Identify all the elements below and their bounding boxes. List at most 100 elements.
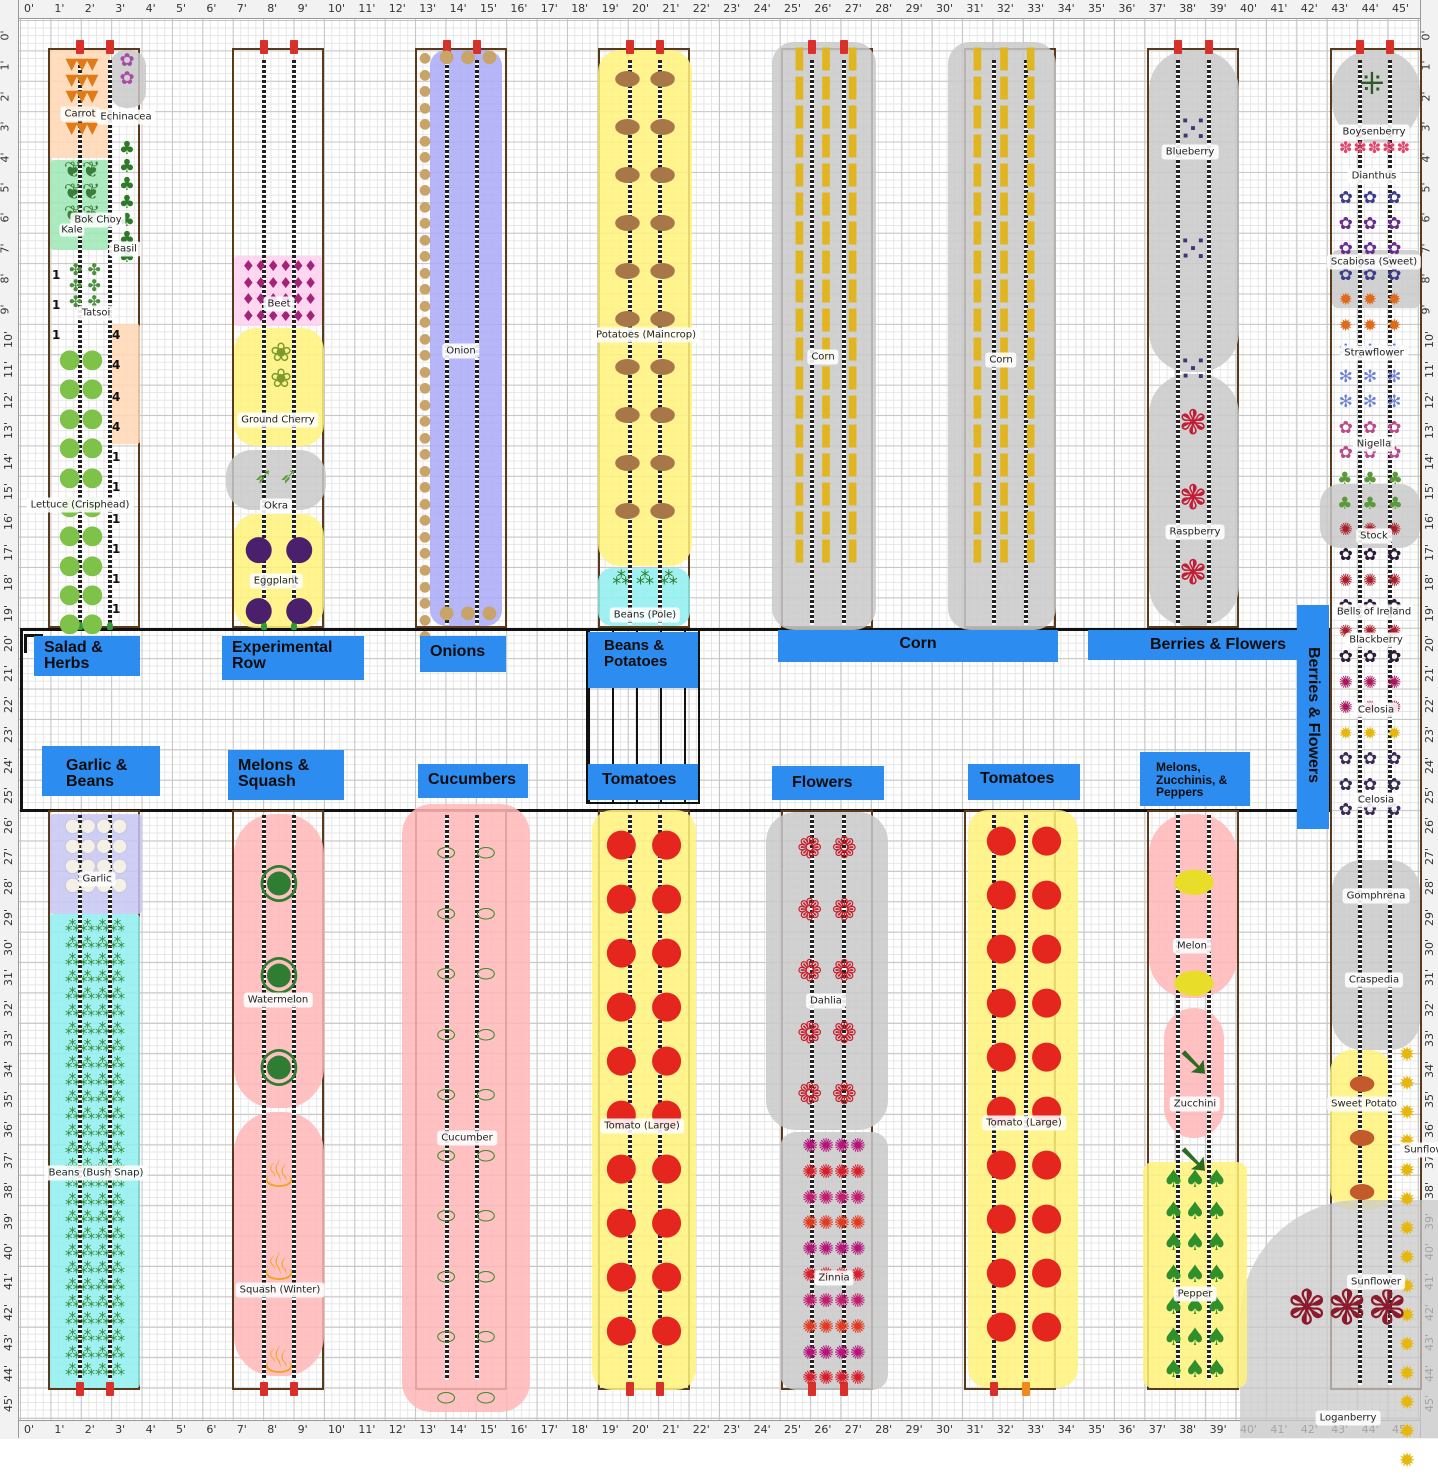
ruler-tick-label: 33' [2,1030,16,1048]
plant-label-craspedia[interactable]: Craspedia [1344,972,1404,988]
row-marker-peg[interactable] [1022,1382,1030,1396]
plant-label-sweet-potato[interactable]: Sweet Potato [1327,1096,1401,1112]
bed-onions[interactable] [415,48,507,628]
plant-label-beet[interactable]: Beet [263,296,295,312]
plant-label-raspberry[interactable]: Raspberry [1165,524,1225,540]
plant-label-kale[interactable]: Kale [59,223,85,237]
row-marker-peg[interactable] [106,40,114,54]
section-label-tomatoes[interactable]: Tomatoes [968,764,1080,800]
plant-label-potatoes[interactable]: Potatoes (Maincrop) [592,327,700,343]
row-marker-peg[interactable] [260,40,268,54]
row-marker-peg[interactable] [473,40,481,54]
row-marker-peg[interactable] [106,1382,114,1396]
plant-label-zinnia[interactable]: Zinnia [814,1270,854,1286]
plant-label-tatsoi[interactable]: Tatsoi [77,305,115,321]
plant-label-zucchini[interactable]: Zucchini [1169,1096,1221,1112]
plant-label-bok-choy[interactable]: Bok Choy [70,212,126,228]
plant-label-celosia[interactable]: Celosia [1353,702,1399,718]
row-marker-peg[interactable] [1356,40,1364,54]
plant-label-sunflower[interactable]: Sunflower [1347,1274,1405,1290]
row-marker-peg[interactable] [990,1382,998,1396]
herb-count: 4 [112,328,121,342]
row-marker-peg[interactable] [1174,40,1182,54]
section-label-corn[interactable]: Corn [778,630,1058,662]
ruler-tick-label: 15' [2,482,16,501]
row-marker-peg[interactable] [626,40,634,54]
plant-label-echinacea[interactable]: Echinacea [96,109,156,125]
zone-herbs-orange [110,324,140,444]
ruler-tick-label: 13' [1423,422,1437,440]
zone-tomato-2 [968,810,1078,1388]
plant-label-beans-bush[interactable]: Beans (Bush Snap) [44,1165,148,1181]
section-label-flowers[interactable]: Flowers [772,766,884,800]
row-marker-peg[interactable] [290,40,298,54]
section-label-melons-zucchinis-peppers[interactable]: Melons, Zucchinis, & Peppers [1140,752,1250,806]
row-marker-peg[interactable] [443,40,451,54]
plant-label-blackberry[interactable]: Blackberry [1345,632,1407,648]
row-marker-peg[interactable] [76,1382,84,1396]
plant-label-bells-of-ireland[interactable]: Bells of Ireland [1332,604,1416,620]
row-marker-peg[interactable] [840,40,848,54]
plant-label-okra[interactable]: Okra [260,498,292,514]
plant-label-pepper[interactable]: Pepper [1173,1286,1217,1302]
section-label-beans-potatoes[interactable]: Beans & Potatoes [588,632,698,688]
ruler-tick-label: 42' [1300,2,1318,15]
plant-label-garlic[interactable]: Garlic [78,871,116,887]
plant-label-basil[interactable]: Basil [109,241,141,257]
plant-label-corn[interactable]: Corn [807,349,839,365]
row-marker-peg[interactable] [1386,40,1394,54]
ruler-tick-label: 7' [0,243,12,254]
row-marker-peg[interactable] [260,1382,268,1396]
plant-label-nigella[interactable]: Nigella [1352,436,1396,452]
ruler-tick-label: 5' [1419,182,1433,193]
plant-label-ground-cherry[interactable]: Ground Cherry [237,412,319,428]
plant-label-dianthus[interactable]: Dianthus [1347,168,1401,184]
plant-label-stock[interactable]: Stock [1356,528,1392,544]
row-marker-peg[interactable] [656,40,664,54]
plant-label-loganberry[interactable]: Loganberry [1315,1410,1381,1426]
plant-label-squash-winter[interactable]: Squash (Winter) [235,1282,325,1298]
section-label-experimental-row[interactable]: Experimental Row [222,636,364,680]
ruler-tick-label: 40' [1240,2,1258,15]
bed-melons-zucchinis-peppers[interactable] [1147,810,1239,1390]
plant-label-corn[interactable]: Corn [985,352,1017,368]
plant-label-eggplant[interactable]: Eggplant [249,573,303,589]
section-label-garlic-beans[interactable]: Garlic & Beans [42,746,160,796]
row-marker-peg[interactable] [626,1382,634,1396]
plant-label-melon[interactable]: Melon [1172,938,1212,954]
section-label-berries-flowers-vertical[interactable]: Berries & Flowers [1297,605,1329,829]
plant-label-gomphrena[interactable]: Gomphrena [1342,888,1410,904]
plant-label-beans-pole[interactable]: Beans (Pole) [609,607,681,623]
plant-label-sunflower-partial[interactable]: Sunflow [1400,1142,1438,1158]
plant-label-onion[interactable]: Onion [442,343,480,359]
plant-label-dahlia[interactable]: Dahlia [806,993,846,1009]
section-label-melons-squash[interactable]: Melons & Squash [228,750,344,800]
plant-label-strawflower[interactable]: Strawflower [1340,345,1408,361]
row-marker-peg[interactable] [656,1382,664,1396]
row-marker-peg[interactable] [76,40,84,54]
bed-melons-squash[interactable] [232,810,324,1390]
plant-label-tomato-large[interactable]: Tomato (Large) [600,1118,684,1134]
ruler-tick-label: 13' [2,422,16,440]
section-label-tomatoes[interactable]: Tomatoes [588,764,698,800]
section-label-salad-herbs[interactable]: Salad & Herbs [34,636,140,676]
plant-label-cucumber[interactable]: Cucumber [437,1130,497,1146]
plant-label-tomato-large[interactable]: Tomato (Large) [982,1115,1066,1131]
plant-label-carrot[interactable]: Carrot [60,106,100,122]
plant-label-scabiosa[interactable]: Scabiosa (Sweet) [1326,254,1422,270]
section-label-berries-flowers[interactable]: Berries & Flowers [1088,630,1298,660]
plant-label-boysenberry[interactable]: Boysenberry [1338,124,1410,140]
row-marker-peg[interactable] [808,1382,816,1396]
ruler-tick-label: 31' [2,969,16,987]
row-marker-peg[interactable] [808,40,816,54]
plant-label-watermelon[interactable]: Watermelon [243,992,313,1008]
row-marker-peg[interactable] [840,1382,848,1396]
plant-label-blueberry[interactable]: Blueberry [1161,144,1219,160]
plant-label-lettuce[interactable]: Lettuce (Crisphead) [26,497,134,513]
row-marker-peg[interactable] [1205,40,1213,54]
section-label-cucumbers[interactable]: Cucumbers [418,764,528,798]
plant-label-celosia[interactable]: Celosia [1353,792,1399,808]
row-marker-peg[interactable] [290,1382,298,1396]
section-label-onions[interactable]: Onions [420,636,506,672]
